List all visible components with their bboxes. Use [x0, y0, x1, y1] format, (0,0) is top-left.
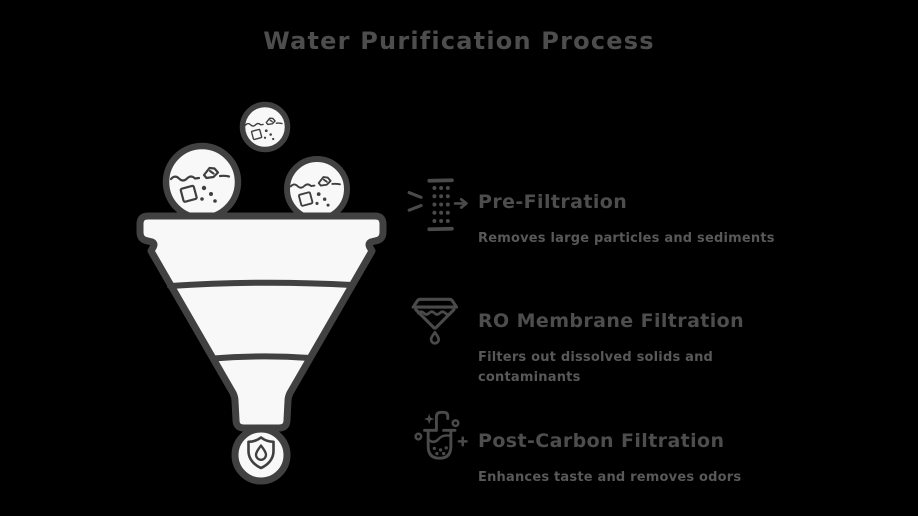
stage-description: Removes large particles and sediments — [478, 230, 775, 246]
shield-water-drop-icon — [247, 436, 275, 470]
dirty-water-bubble-right — [284, 156, 350, 222]
funnel-body — [136, 212, 387, 432]
dirty-water-bubble-left — [162, 142, 242, 222]
ro-membrane-funnel-icon — [411, 297, 459, 345]
stage-ro-membrane-filtration: RO Membrane Filtration Filters out disso… — [478, 310, 818, 388]
page-title: Water Purification Process — [263, 27, 655, 55]
pre-filter-screen-icon — [407, 178, 468, 232]
stage-title: Post-Carbon Filtration — [478, 430, 725, 452]
stage-title: Pre-Filtration — [478, 191, 628, 213]
clean-water-badge — [231, 425, 291, 485]
stage-title: RO Membrane Filtration — [478, 310, 745, 332]
stage-description: Filters out dissolved solids and contami… — [478, 349, 714, 385]
stage-post-carbon-filtration: Post-Carbon Filtration Enhances taste an… — [478, 430, 818, 488]
stage-description: Enhances taste and removes odors — [478, 469, 742, 485]
funnel-illustration — [125, 90, 425, 516]
dirty-water-bubble-top — [239, 101, 291, 153]
funnel-divider-1 — [167, 279, 355, 289]
funnel-divider-2 — [210, 353, 313, 362]
funnel-svg — [136, 101, 387, 485]
carbon-filter-vessel-icon — [414, 410, 468, 460]
stage-pre-filtration: Pre-Filtration Removes large particles a… — [478, 191, 818, 249]
